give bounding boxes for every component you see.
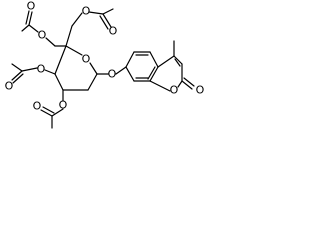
c4-ester-oxygen-label: O <box>38 29 47 42</box>
atom-labels: O O O O O O O O O O O O <box>5 0 205 113</box>
lactone-carbonyl-oxygen-label: O <box>196 84 205 97</box>
c3-carbonyl-oxygen-label: O <box>5 80 14 93</box>
ring-oxygen-label: O <box>82 53 91 66</box>
c6-ester-oxygen-label: O <box>82 5 91 18</box>
c6-carbonyl-oxygen-label: O <box>109 25 118 38</box>
glycosidic-oxygen-label: O <box>108 68 117 81</box>
c4-carbonyl-oxygen-label: O <box>27 0 36 13</box>
c3-ester-oxygen-label: O <box>37 63 46 76</box>
lactone-ring-oxygen-label: O <box>170 84 179 97</box>
coumarin-core <box>125 40 195 92</box>
pyranose-ring <box>11 8 127 129</box>
chemical-structure-diagram: O O O O O O O O O O O O <box>5 0 205 129</box>
c2-ester-oxygen-label: O <box>59 99 68 112</box>
c2-carbonyl-oxygen-label: O <box>33 100 42 113</box>
